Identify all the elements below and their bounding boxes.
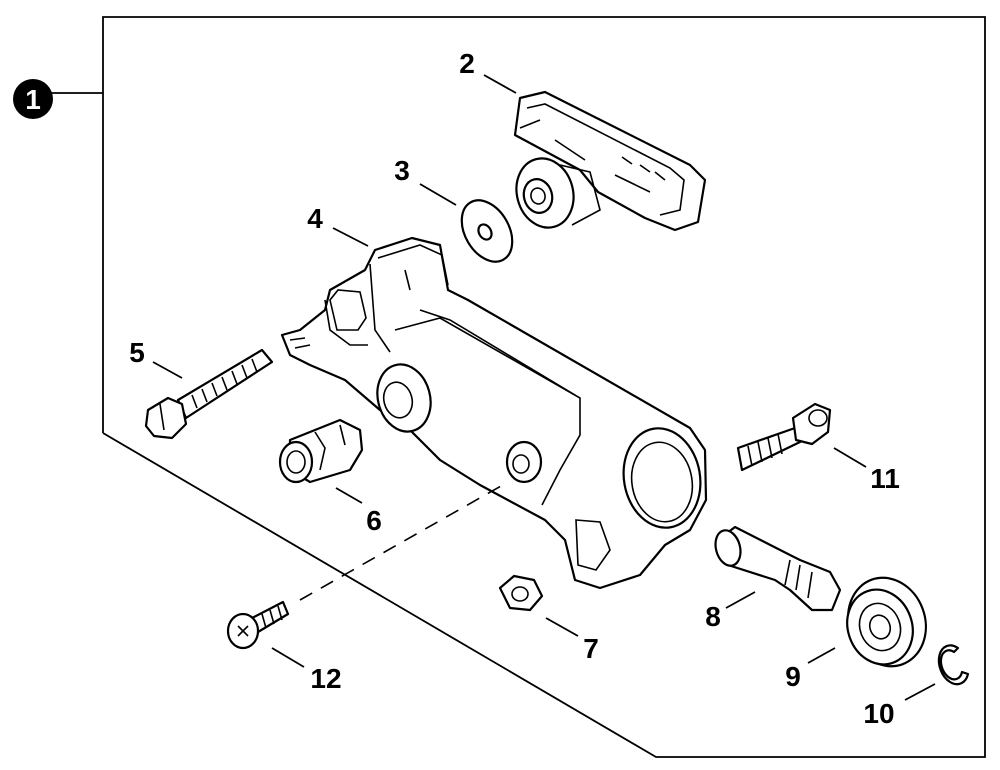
part-label-7: 7 <box>583 633 599 664</box>
part-9-bearing[interactable] <box>836 567 938 678</box>
part-6-insert[interactable] <box>278 418 364 484</box>
part-10-circlip[interactable] <box>937 644 970 686</box>
leader-lines <box>152 74 936 701</box>
part-label-6: 6 <box>366 505 382 536</box>
assembly-number: 1 <box>25 84 41 115</box>
part-labels: 2 3 4 5 6 7 8 9 10 11 12 <box>129 48 900 729</box>
part-11-screw[interactable] <box>736 402 832 472</box>
assembly-axis-line <box>299 481 509 601</box>
part-7-nut[interactable] <box>498 574 544 612</box>
part-5-bolt[interactable] <box>144 348 274 440</box>
part-label-2: 2 <box>459 48 475 79</box>
part-label-4: 4 <box>307 203 323 234</box>
part-3-washer[interactable] <box>451 191 522 270</box>
part-label-11: 11 <box>870 463 900 494</box>
part-label-5: 5 <box>129 337 145 368</box>
part-8-shaft[interactable] <box>712 525 842 612</box>
part-label-12: 12 <box>310 663 341 694</box>
part-12-screw[interactable] <box>226 600 290 650</box>
assembly-callout[interactable]: 1 <box>13 79 53 119</box>
assembly-frame <box>50 16 986 758</box>
part-4-arm[interactable] <box>280 236 708 590</box>
part-label-9: 9 <box>785 661 801 692</box>
part-2-knob[interactable] <box>509 90 707 234</box>
part-label-3: 3 <box>394 155 410 186</box>
part-label-10: 10 <box>863 698 894 729</box>
part-label-8: 8 <box>705 601 721 632</box>
